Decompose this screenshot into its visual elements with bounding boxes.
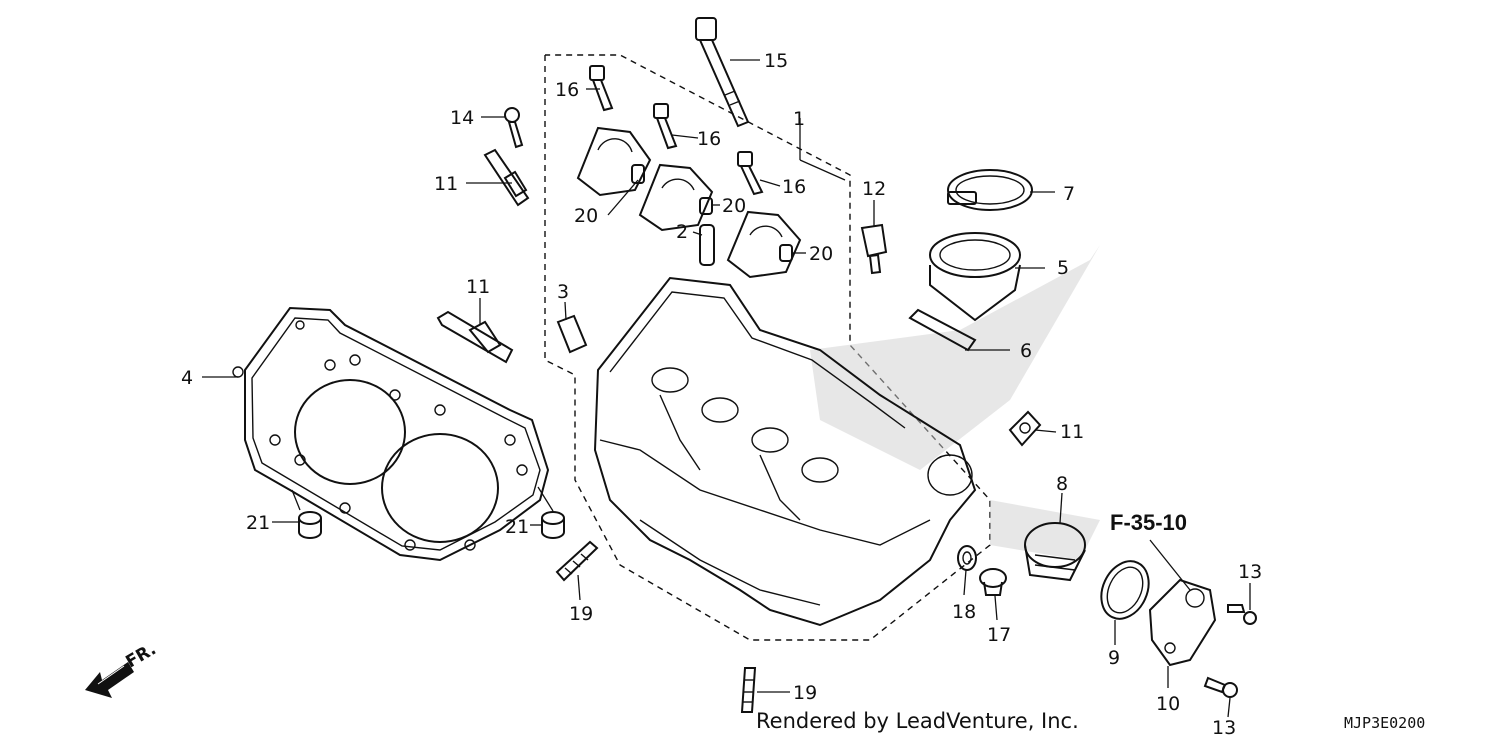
callout-21a: 21 bbox=[246, 512, 270, 534]
dowel-20-c bbox=[779, 244, 793, 262]
callout-15: 15 bbox=[764, 50, 788, 72]
dowel-pin-right bbox=[541, 511, 565, 539]
insulator-band bbox=[908, 308, 977, 352]
reference-label: F-35-10 bbox=[1110, 510, 1187, 535]
callout-3: 3 bbox=[557, 281, 569, 303]
callout-4: 4 bbox=[181, 367, 193, 389]
callout-11b: 11 bbox=[466, 276, 490, 298]
callout-16c: 16 bbox=[782, 176, 806, 198]
cam-holder-c bbox=[726, 210, 802, 279]
head-gasket bbox=[232, 306, 550, 562]
callout-11c: 11 bbox=[1060, 421, 1084, 443]
callout-labels: 1 2 3 4 5 6 7 8 9 10 11 11 11 12 13 13 1… bbox=[181, 50, 1262, 739]
guide-2 bbox=[699, 224, 715, 266]
callout-17: 17 bbox=[987, 624, 1011, 646]
credit-text: Rendered by LeadVenture, Inc. bbox=[756, 709, 1079, 733]
callout-5: 5 bbox=[1057, 257, 1069, 279]
cam-holder-b bbox=[638, 163, 714, 232]
callout-20c: 20 bbox=[809, 243, 833, 265]
o-ring bbox=[1100, 560, 1150, 620]
callout-20a: 20 bbox=[574, 205, 598, 227]
callout-2: 2 bbox=[676, 221, 688, 243]
callout-10: 10 bbox=[1156, 693, 1180, 715]
diagram-code: MJP3E0200 bbox=[1344, 714, 1426, 732]
cam-holder-a bbox=[576, 126, 652, 197]
temperature-sensor bbox=[1008, 410, 1042, 447]
callout-16a: 16 bbox=[555, 79, 579, 101]
spark-plug-upper bbox=[483, 148, 530, 207]
callout-20b: 20 bbox=[722, 195, 746, 217]
drain-plug bbox=[979, 568, 1007, 596]
bolt-16-a bbox=[589, 65, 614, 112]
dowel-20-b bbox=[699, 197, 713, 215]
callout-21b: 21 bbox=[505, 516, 529, 538]
callout-13a: 13 bbox=[1238, 561, 1262, 583]
callout-16b: 16 bbox=[697, 128, 721, 150]
hose-clamp bbox=[947, 169, 1033, 211]
assembly-outline bbox=[544, 54, 991, 641]
cylinder-head bbox=[593, 276, 977, 627]
thermostat bbox=[1024, 522, 1086, 582]
dowel-pin-left bbox=[298, 511, 322, 539]
callout-6: 6 bbox=[1020, 340, 1032, 362]
stud-bolt-upper bbox=[555, 540, 599, 582]
bolt-15 bbox=[695, 17, 750, 128]
front-direction-arrow: FR. bbox=[85, 639, 160, 698]
hatch-shading bbox=[810, 245, 1100, 560]
callout-19a: 19 bbox=[569, 603, 593, 625]
spark-plug-middle bbox=[436, 310, 514, 364]
sealing-washer bbox=[957, 545, 977, 571]
callout-1: 1 bbox=[793, 108, 805, 130]
callout-9: 9 bbox=[1108, 647, 1120, 669]
dowel-20-a bbox=[631, 164, 645, 184]
thermostat-housing bbox=[1148, 578, 1217, 667]
bolt-16-b bbox=[653, 103, 678, 150]
callout-19b: 19 bbox=[793, 682, 817, 704]
callout-7: 7 bbox=[1063, 183, 1075, 205]
bolt-16-c bbox=[737, 151, 764, 196]
bolt-13-lower bbox=[1203, 676, 1238, 698]
bolt-13-upper bbox=[1227, 604, 1257, 625]
sensor-12 bbox=[860, 223, 888, 275]
intake-insulator bbox=[929, 232, 1021, 322]
callout-14: 14 bbox=[450, 107, 474, 129]
leader-lines bbox=[202, 59, 1251, 718]
callout-8: 8 bbox=[1056, 473, 1068, 495]
bolt-14 bbox=[504, 107, 524, 149]
callout-12: 12 bbox=[862, 178, 886, 200]
pin-3 bbox=[556, 314, 588, 354]
callout-18: 18 bbox=[952, 601, 976, 623]
callout-11a: 11 bbox=[434, 173, 458, 195]
stud-bolt-lower bbox=[740, 667, 757, 713]
callout-13b: 13 bbox=[1212, 717, 1236, 739]
